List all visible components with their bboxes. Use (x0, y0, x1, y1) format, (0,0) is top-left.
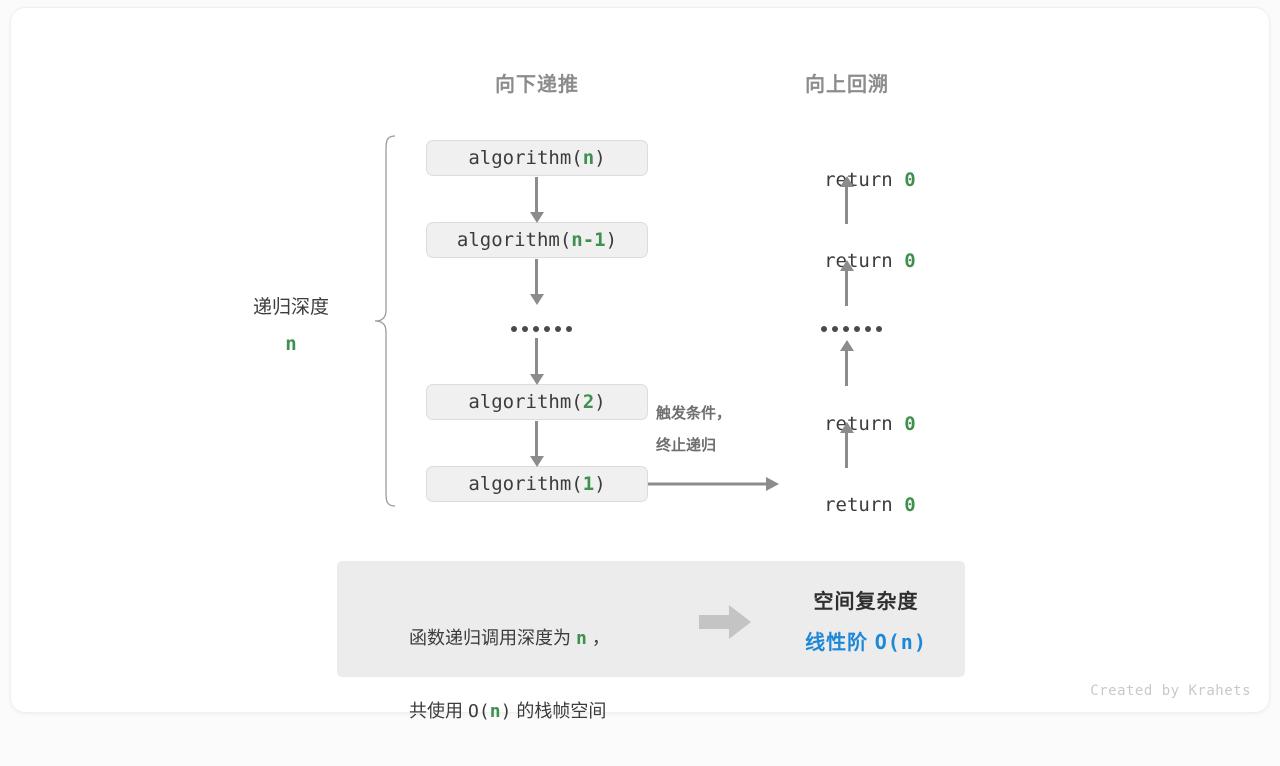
return-1-text: return (824, 169, 905, 191)
credit-text: Created by Krahets (1090, 683, 1251, 699)
ellipsis-dots-left (511, 326, 572, 332)
column-header-upward: 向上回溯 (805, 74, 889, 96)
terminate-recursion-arrow (648, 477, 779, 491)
dot (832, 326, 838, 332)
up-arrow-1-shaft (845, 186, 848, 224)
return-statement-4: return 0 (736, 472, 958, 538)
trigger-condition-note: 触发条件， 终止递归 (656, 398, 731, 463)
recursion-depth-text: 递归深度 (252, 297, 329, 318)
up-arrow-2-head (840, 260, 854, 271)
return-3-text: return (824, 413, 905, 435)
call-box-2-close: ) (594, 391, 606, 413)
summary-line1-prefix: 函数递归调用深度为 (409, 628, 577, 648)
space-complexity-title: 空间复杂度 (813, 591, 919, 613)
summary-line2-prefix: 共使用 (409, 701, 469, 721)
call-box-n-minus-1[interactable]: algorithm(n-1) (426, 222, 648, 258)
dot (522, 326, 528, 332)
recursion-depth-brace (374, 135, 396, 507)
summary-line1-n: n (576, 628, 587, 649)
down-arrow-2-head (530, 294, 544, 305)
down-arrow-2 (530, 259, 544, 305)
up-arrow-3-head (840, 340, 854, 351)
call-box-2[interactable]: algorithm(2) (426, 384, 648, 420)
trigger-line-1: 触发条件， (656, 405, 732, 422)
dot (865, 326, 871, 332)
down-arrow-1-shaft (535, 177, 538, 213)
recursion-depth-label: 递归深度 n (216, 289, 366, 363)
dot (876, 326, 882, 332)
recursion-depth-value: n (285, 333, 297, 356)
implies-arrow-icon (699, 605, 751, 639)
call-box-1[interactable]: algorithm(1) (426, 466, 648, 502)
call-box-1-arg: 1 (582, 473, 595, 495)
down-arrow-4-shaft (535, 421, 538, 457)
call-box-1-name: algorithm( (468, 473, 583, 495)
return-2-value: 0 (904, 250, 916, 272)
summary-line2-close: ) (500, 701, 512, 722)
up-arrow-1 (840, 176, 854, 224)
summary-line2-open: O( (468, 701, 490, 722)
call-box-n1-name: algorithm( (456, 229, 572, 251)
down-arrow-1-head (530, 212, 544, 223)
dot (511, 326, 517, 332)
summary-line2-n: n (489, 701, 501, 722)
call-box-n1-close: ) (605, 229, 618, 251)
space-complexity-value: 线性阶 O(n) (767, 626, 965, 655)
summary-left-text: 函数递归调用深度为 n ， 共使用 O(n) 的栈帧空间 (379, 584, 610, 766)
dot (821, 326, 827, 332)
summary-panel: 函数递归调用深度为 n ， 共使用 O(n) 的栈帧空间 空间复杂度 线性阶 O… (337, 561, 965, 722)
down-arrow-4-head (530, 456, 544, 467)
call-box-1-close: ) (594, 473, 606, 495)
return-3-value: 0 (904, 413, 916, 435)
dot (566, 326, 572, 332)
up-arrow-3 (840, 340, 854, 386)
call-box-n1-arg: n-1 (571, 229, 606, 251)
up-arrow-2 (840, 260, 854, 306)
complexity-expr-n: n (900, 630, 914, 654)
summary-line2-suffix: 的栈帧空间 (511, 701, 607, 721)
return-4-value: 0 (904, 494, 916, 516)
up-arrow-1-head (840, 176, 854, 187)
down-arrow-3-shaft (535, 338, 538, 375)
dot (544, 326, 550, 332)
column-header-downward: 向下递推 (495, 74, 579, 96)
return-2-text: return (824, 250, 905, 272)
down-arrow-4 (530, 421, 544, 467)
call-box-n-close: ) (594, 147, 606, 169)
up-arrow-4 (840, 422, 854, 468)
call-box-2-name: algorithm( (468, 391, 583, 413)
down-arrow-1 (530, 177, 544, 223)
return-4-text: return (824, 494, 905, 516)
call-box-n-name: algorithm( (468, 147, 583, 169)
up-arrow-3-shaft (845, 350, 848, 386)
summary-line1-suffix: ， (586, 628, 610, 648)
up-arrow-2-shaft (845, 270, 848, 306)
return-1-value: 0 (904, 169, 916, 191)
trigger-line-2: 终止递归 (656, 437, 717, 455)
up-arrow-4-head (840, 422, 854, 433)
dot (555, 326, 561, 332)
summary-right-result: 空间复杂度 线性阶 O(n) (767, 585, 965, 655)
complexity-label: 线性阶 (805, 632, 875, 654)
call-box-2-arg: 2 (582, 391, 595, 413)
call-box-n[interactable]: algorithm(n) (426, 140, 648, 176)
complexity-expr-open: O( (874, 630, 901, 654)
down-arrow-3-head (530, 374, 544, 385)
down-arrow-2-shaft (535, 259, 538, 295)
down-arrow-3 (530, 338, 544, 385)
dot (533, 326, 539, 332)
diagram-card: 向下递推 向上回溯 递归深度 n algorithm(n) algorithm(… (11, 8, 1269, 722)
dot (854, 326, 860, 332)
dot (843, 326, 849, 332)
ellipsis-dots-right (821, 326, 882, 332)
complexity-expr-close: ) (913, 630, 927, 654)
up-arrow-4-shaft (845, 432, 848, 468)
call-box-n-arg: n (582, 147, 595, 169)
